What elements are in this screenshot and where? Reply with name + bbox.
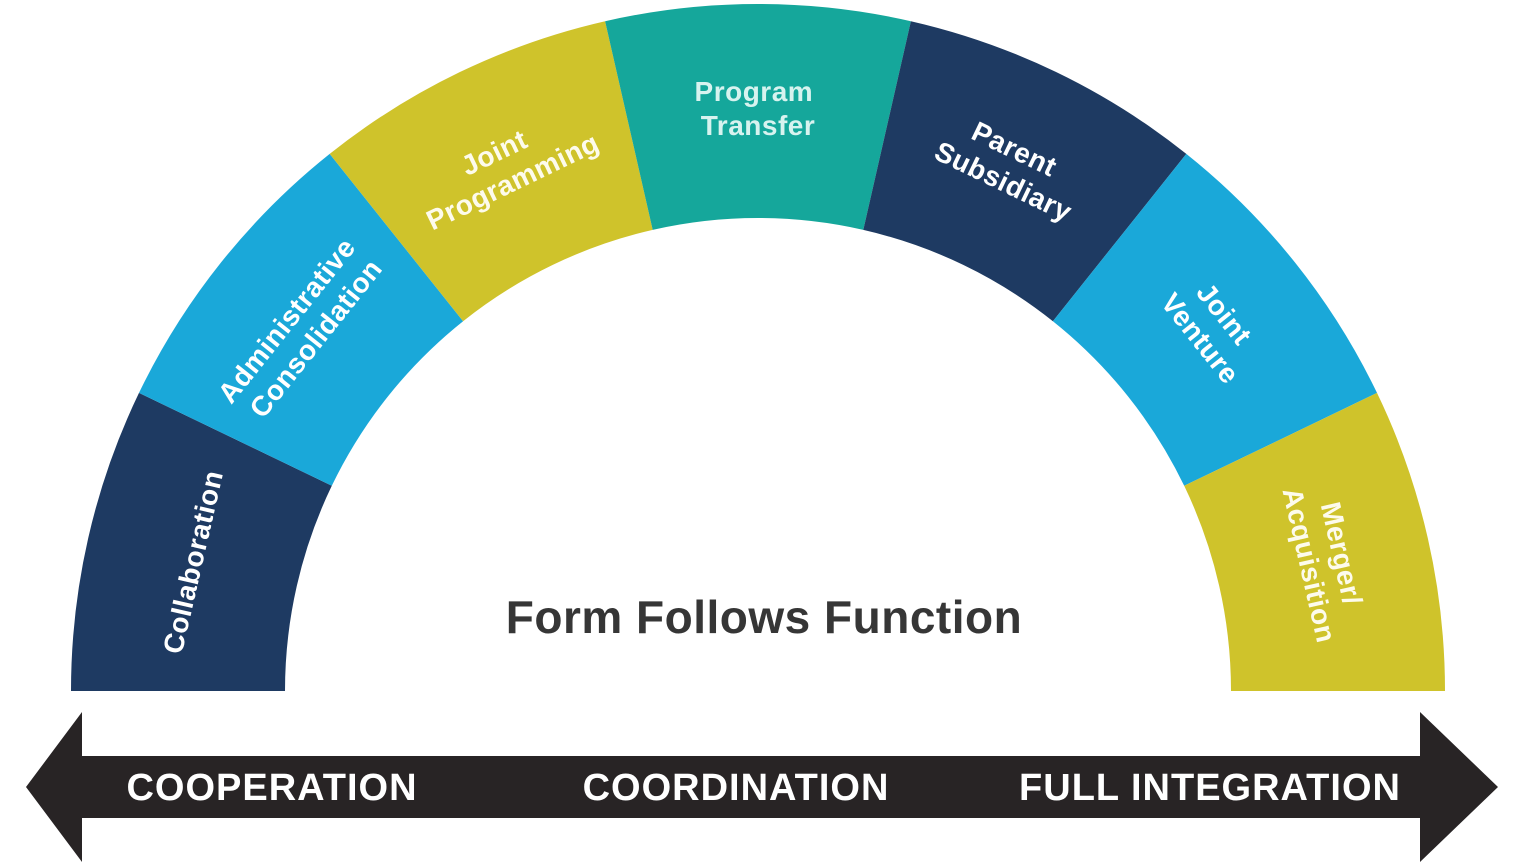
- spectrum-arrow-labels: COOPERATION COORDINATION FULL INTEGRATIO…: [126, 767, 1401, 809]
- segment-parent-subsidiary: [863, 21, 1187, 322]
- segment-joint-programming: [329, 21, 653, 322]
- arch-segments: [70, 3, 1445, 691]
- axis-label-cooperation: COOPERATION: [126, 767, 417, 809]
- spectrum-arrow: [26, 712, 1498, 862]
- segment-label-line: Program: [695, 76, 814, 107]
- segment-collaboration: [70, 392, 332, 691]
- segment-joint-venture: [1052, 153, 1377, 486]
- diagram-title: Form Follows Function: [506, 591, 1022, 643]
- segment-label-line: Transfer: [701, 110, 816, 141]
- segment-program-transfer: [605, 3, 911, 230]
- axis-label-full-integration: FULL INTEGRATION: [1019, 767, 1401, 809]
- segment-label-program-transfer: Program Transfer: [695, 76, 822, 141]
- segment-administrative-consolidation: [139, 153, 464, 486]
- axis-label-coordination: COORDINATION: [583, 767, 890, 809]
- segment-merger-acquisition: [1184, 392, 1445, 691]
